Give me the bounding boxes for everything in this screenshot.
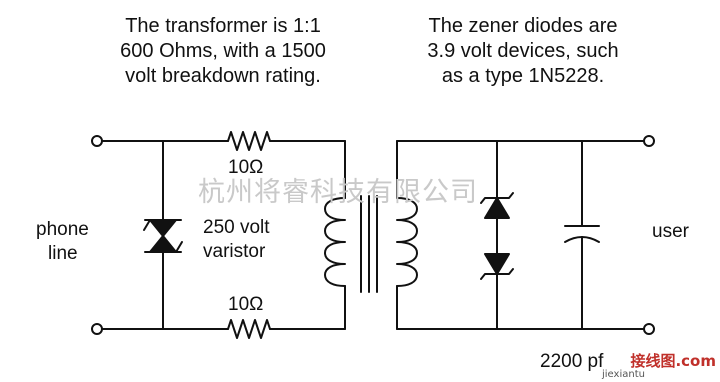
resistor-top-label: 10Ω: [228, 157, 264, 178]
resistor-top: [227, 131, 271, 151]
zener-note-line: 3.9 volt devices, such: [427, 40, 619, 62]
phone-line-label-line1: phone: [36, 219, 89, 240]
zener-note-line: as a type 1N5228.: [441, 65, 605, 87]
resistor-bottom-label: 10Ω: [228, 294, 264, 315]
terminal-user-bottom: [643, 323, 655, 335]
transformer-note-line: volt breakdown rating.: [125, 65, 321, 87]
site-logo: 接线图.com jiexiantu: [598, 350, 716, 380]
transformer-note-line: The transformer is 1:1: [125, 15, 321, 37]
transformer-note-line: 600 Ohms, with a 1500: [120, 40, 326, 62]
zener-note: The zener diodes are 3.9 volt devices, s…: [384, 14, 662, 89]
terminal-user-top: [643, 135, 655, 147]
site-logo-text: 接线图.com: [630, 352, 716, 370]
terminal-phone-bottom: [91, 323, 103, 335]
transformer-note: The transformer is 1:1 600 Ohms, with a …: [78, 14, 368, 89]
varistor-symbol: [143, 219, 183, 253]
primary-winding: [324, 197, 346, 287]
zener-diode-lower: [480, 253, 514, 280]
site-logo-subtext: jiexiantu: [602, 369, 645, 380]
watermark-text: 杭州将睿科技有限公司: [198, 177, 478, 208]
secondary-winding: [396, 197, 418, 287]
user-label: user: [652, 221, 689, 242]
terminal-phone-top: [91, 135, 103, 147]
varistor-label-line2: varistor: [203, 241, 266, 262]
capacitor-label: 2200 pf: [540, 351, 604, 372]
varistor-label-line1: 250 volt: [203, 217, 270, 238]
zener-note-line: The zener diodes are: [428, 15, 618, 37]
resistor-bottom: [227, 319, 271, 339]
phone-line-label-line2: line: [48, 243, 78, 264]
